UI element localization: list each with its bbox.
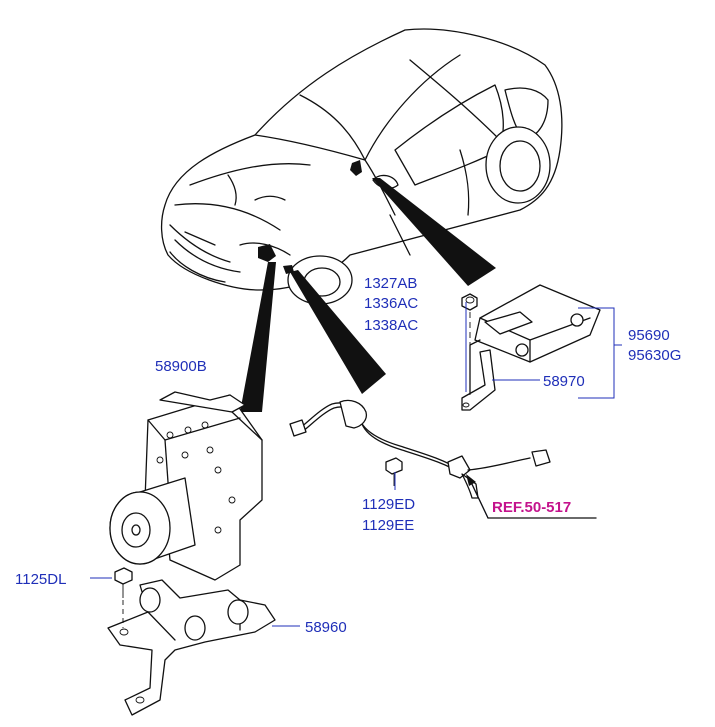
car-illustration: [160, 28, 563, 305]
label-nut-1336ac: 1336AC: [364, 295, 418, 312]
callout-lines: [90, 302, 622, 627]
label-ref-50-517[interactable]: REF.50-517: [492, 499, 571, 516]
hecu-bracket: [107, 567, 276, 716]
label-sensor-95630g: 95630G: [628, 347, 681, 364]
leader-wedges: [240, 178, 496, 412]
label-sensor-95690: 95690: [628, 327, 670, 344]
label-bracket-58960: 58960: [305, 619, 347, 636]
label-bolt-1129ed: 1129ED: [362, 496, 415, 513]
label-bolt-1125dl: 1125DL: [15, 571, 66, 588]
label-bracket-58970: 58970: [543, 373, 585, 390]
wheel-sensor-cable: [289, 399, 551, 499]
sensor-module: [461, 284, 601, 411]
hecu-unit: [109, 391, 263, 581]
label-hecu-58900b: 58900B: [155, 358, 207, 375]
label-bolt-1129ee: 1129EE: [362, 517, 414, 534]
label-nut-1338ac: 1338AC: [364, 317, 418, 334]
label-nut-1327ab: 1327AB: [364, 275, 417, 292]
part-labels: 1327AB 1336AC 1338AC 95690 95630G 58970 …: [15, 275, 681, 636]
